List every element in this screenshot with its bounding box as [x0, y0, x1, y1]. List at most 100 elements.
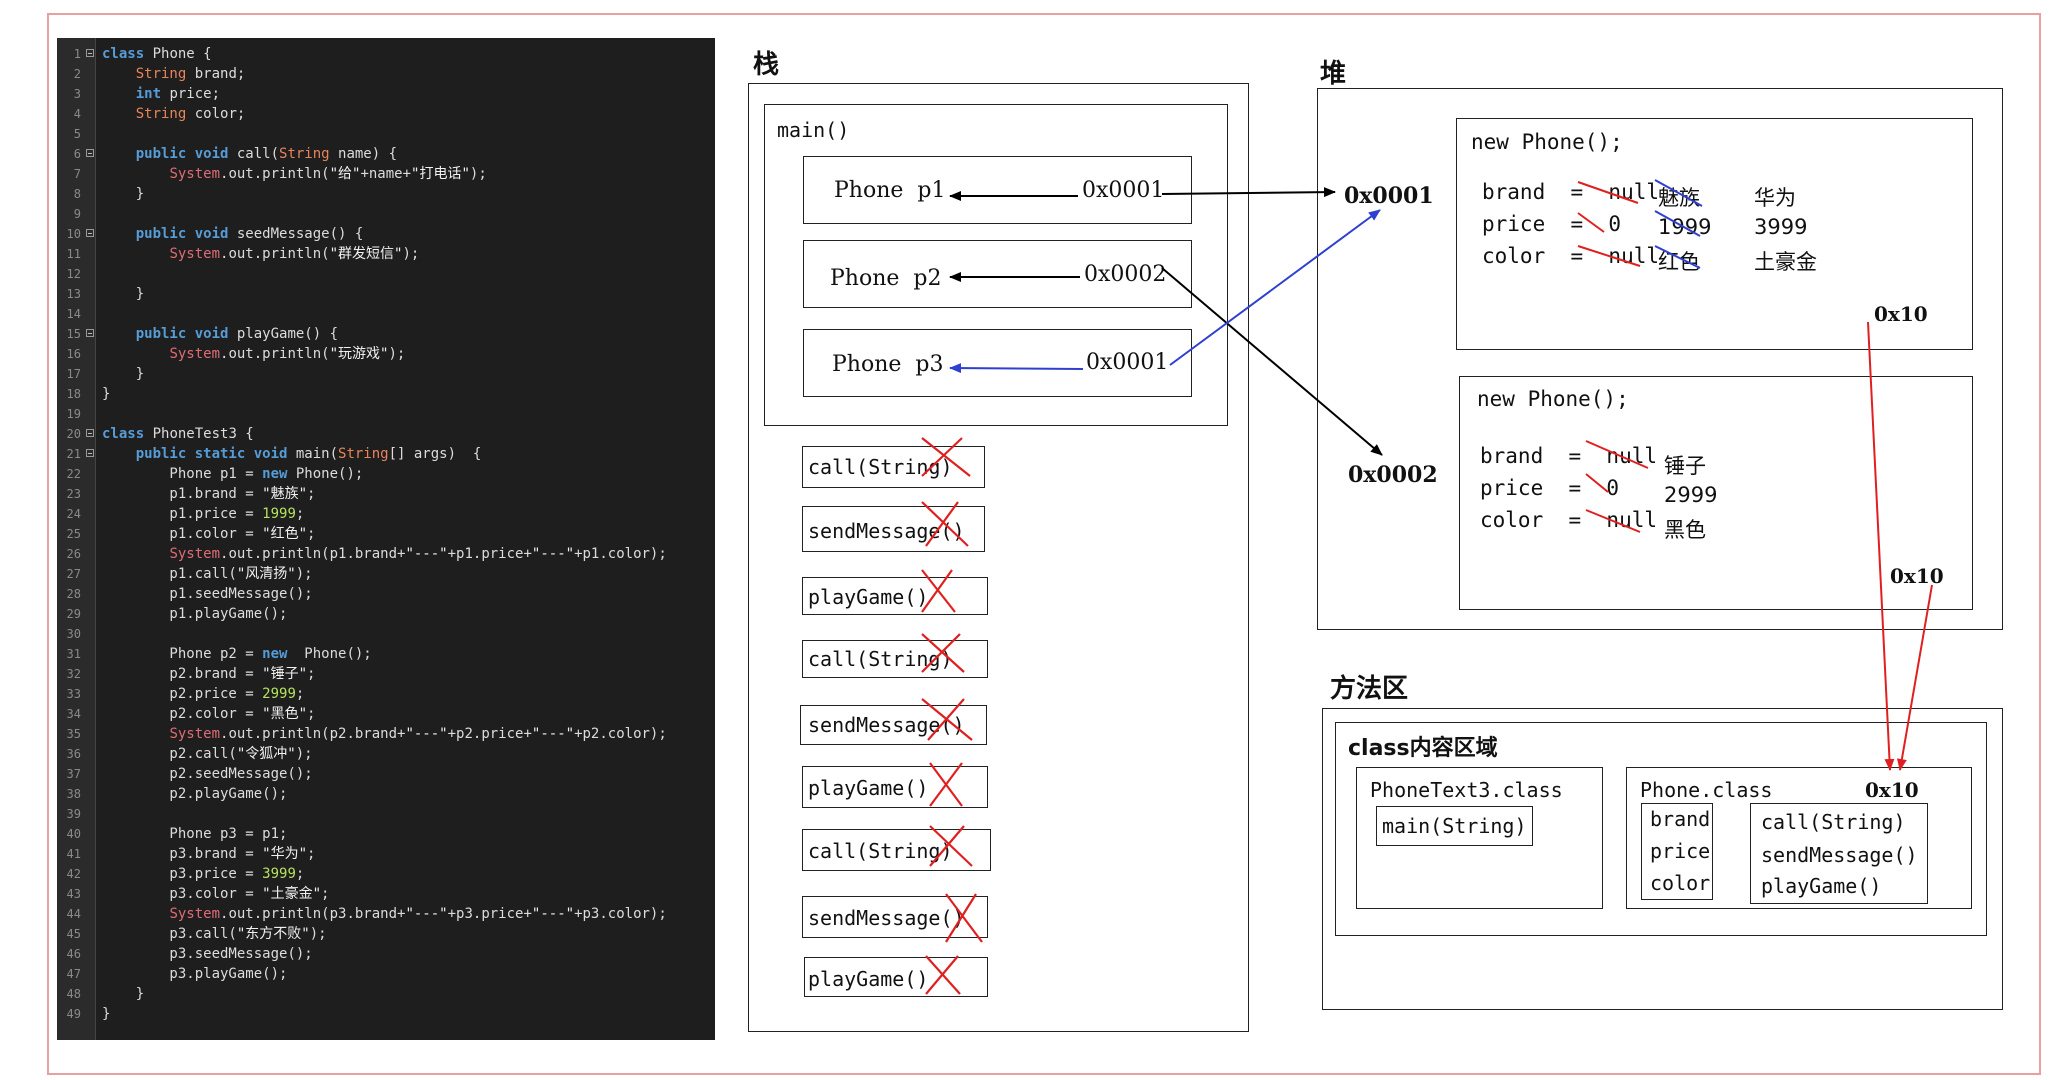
object-1-value-brand-old: 魅族 [1658, 186, 1700, 210]
fold-toggle-icon[interactable] [86, 49, 94, 57]
code-text: } [102, 286, 145, 302]
stack-frame-1: call(String) [802, 446, 985, 488]
code-line: 27 p1.call("风清扬"); [57, 564, 715, 584]
code-line: 49} [57, 1004, 715, 1024]
code-text: System.out.println(p3.brand+"---"+p3.pri… [169, 906, 667, 922]
code-line: 16 System.out.println("玩游戏"); [57, 344, 715, 364]
phone-class-field-brand: brand [1650, 807, 1711, 831]
var-p3-addr: 0x0001 [1086, 350, 1169, 375]
object-2-field-price: price = 0 [1480, 476, 1620, 500]
code-line: 44 System.out.println(p3.brand+"---"+p3.… [57, 904, 715, 924]
code-line: 5 [57, 124, 715, 144]
object-2-field-brand: brand = null [1480, 444, 1658, 468]
code-line: 32 p2.brand = "锤子"; [57, 664, 715, 684]
line-number: 30 [66, 627, 81, 641]
phone-class-addr: 0x10 [1865, 778, 1919, 802]
fold-toggle-icon[interactable] [86, 429, 94, 437]
arrow-p3-to-heap [1169, 209, 1381, 366]
code-line: 39 [57, 804, 715, 824]
code-text: String brand; [135, 66, 246, 82]
line-number: 43 [66, 887, 81, 901]
code-text: Phone p3 = p1; [102, 826, 288, 842]
line-number: 29 [66, 607, 81, 621]
code-line: 30 [57, 624, 715, 644]
var-p3-box [803, 329, 1192, 397]
code-text: p1.call("风清扬"); [102, 566, 313, 582]
code-line: 11 System.out.println("群发短信"); [57, 244, 715, 264]
code-text: p2.seedMessage(); [102, 766, 313, 782]
code-text: p3.brand = "华为"; [102, 846, 316, 862]
test-class-method-box: main(String) [1376, 806, 1533, 846]
stack-frame-9: playGame() [804, 957, 988, 997]
object-1-blue-strikes [1654, 179, 1703, 269]
code-text: public void seedMessage() { [135, 226, 364, 242]
line-number: 18 [66, 387, 81, 401]
code-text: p2.call("令狐冲"); [102, 746, 313, 762]
code-text: p3.price = 3999; [102, 866, 305, 882]
line-number: 2 [73, 67, 81, 81]
code-line: 40 Phone p3 = p1; [57, 824, 715, 844]
phone-class-name: Phone.class [1640, 778, 1773, 802]
line-number-gutter [57, 38, 85, 1040]
code-line: 2 String brand; [57, 64, 715, 84]
code-line: 9 [57, 204, 715, 224]
fold-toggle-icon[interactable] [86, 329, 94, 337]
fold-margin [85, 38, 96, 1040]
code-text: System.out.println(p2.brand+"---"+p2.pri… [169, 726, 667, 742]
code-line: 4 String color; [57, 104, 715, 124]
outer-frame [47, 13, 2041, 1075]
code-line: 31 Phone p2 = new Phone(); [57, 644, 715, 664]
method-area-title: 方法区 [1330, 674, 1409, 704]
var-p2-addr: 0x0002 [1084, 262, 1167, 287]
fold-toggle-icon[interactable] [86, 229, 94, 237]
code-text: p1.playGame(); [102, 606, 288, 622]
object-1-strikes [1577, 181, 1641, 267]
line-number: 31 [66, 647, 81, 661]
var-p2-box [803, 240, 1192, 308]
code-text: class Phone { [102, 46, 212, 62]
line-number: 8 [73, 187, 81, 201]
line-number: 10 [66, 227, 81, 241]
arrow-p1-to-heap [1161, 187, 1336, 198]
main-frame-label: main() [777, 118, 850, 142]
line-number: 46 [66, 947, 81, 961]
phone-class-method-call: call(String) [1761, 810, 1906, 834]
code-line: 19 [57, 404, 715, 424]
object-1-header: new Phone(); [1471, 130, 1623, 154]
heap-object-1 [1456, 118, 1973, 350]
code-text: } [102, 986, 145, 1002]
line-number: 38 [66, 787, 81, 801]
fold-toggle-icon[interactable] [86, 449, 94, 457]
code-text: p3.playGame(); [102, 966, 288, 982]
code-line: 8 } [57, 184, 715, 204]
heap-object-2 [1459, 376, 1973, 610]
object-2-value-color: 黑色 [1664, 518, 1706, 542]
code-text: System.out.println("群发短信"); [169, 246, 420, 262]
code-line: 46 p3.seedMessage(); [57, 944, 715, 964]
line-number: 3 [73, 87, 81, 101]
code-line: 22 Phone p1 = new Phone(); [57, 464, 715, 484]
phone-class-method-sendmessage: sendMessage() [1761, 843, 1918, 867]
code-text: class PhoneTest3 { [102, 426, 254, 442]
code-text: p1.price = 1999; [102, 506, 305, 522]
line-number: 35 [66, 727, 81, 741]
code-line: 6 public void call(String name) { [57, 144, 715, 164]
code-text: public void playGame() { [135, 326, 339, 342]
object-1-field-price: price = 0 [1482, 212, 1622, 236]
code-line: 15 public void playGame() { [57, 324, 715, 344]
fold-toggle-icon[interactable] [86, 149, 94, 157]
code-line: 38 p2.playGame(); [57, 784, 715, 804]
phone-class-methods-box: call(String) sendMessage() playGame() [1750, 803, 1928, 904]
heap-addr-2: 0x0002 [1348, 462, 1438, 488]
stack-frame-7: call(String) [802, 829, 991, 871]
code-line: 17 } [57, 364, 715, 384]
line-number: 7 [73, 167, 81, 181]
line-number: 5 [73, 127, 81, 141]
code-line: 7 System.out.println("给"+name+"打电话"); [57, 164, 715, 184]
code-line: 12 [57, 264, 715, 284]
line-number: 11 [66, 247, 81, 261]
code-text: p3.call("东方不败"); [102, 926, 327, 942]
test-class-name: PhoneText3.class [1370, 778, 1563, 802]
